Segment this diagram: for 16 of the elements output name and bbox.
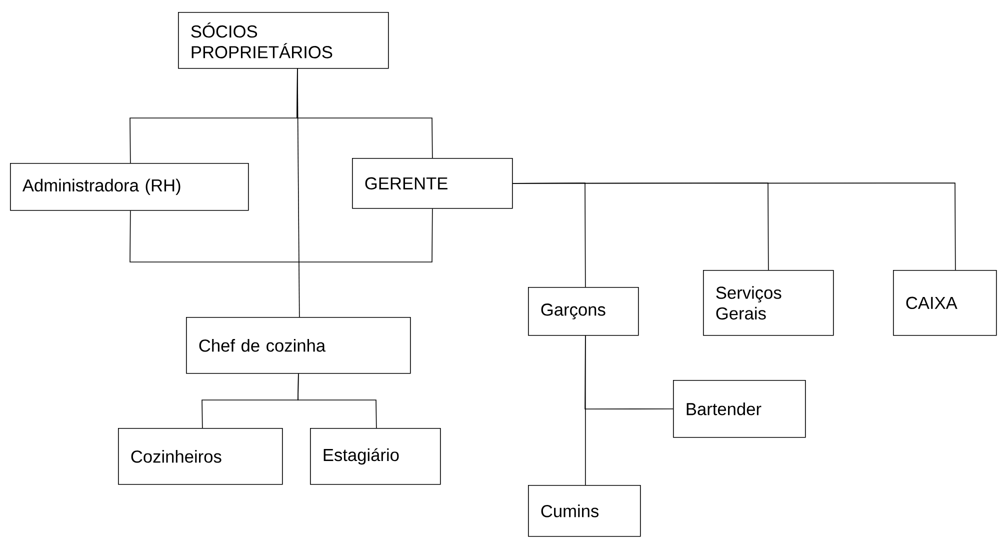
connector-line [297,68,300,318]
org-box: Cozinheiros [118,428,283,485]
org-box: Cumins [528,485,641,537]
connector-line [512,182,956,270]
org-box: Estagiário [310,428,441,485]
org-box: GERENTE [352,158,513,209]
org-box: Serviços Gerais [703,270,834,336]
org-box: Chef de cozinha [186,317,411,374]
org-box: Garçons [528,287,639,336]
connector-line [298,373,377,428]
connector-line [130,208,433,262]
org-box: CAIXA [893,270,997,336]
org-box: Bartender [673,380,806,438]
org-box: SÓCIOS PROPRIETÁRIOS [178,12,389,69]
org-box: Administradora (RH) [10,163,249,211]
connector-line [585,335,586,486]
